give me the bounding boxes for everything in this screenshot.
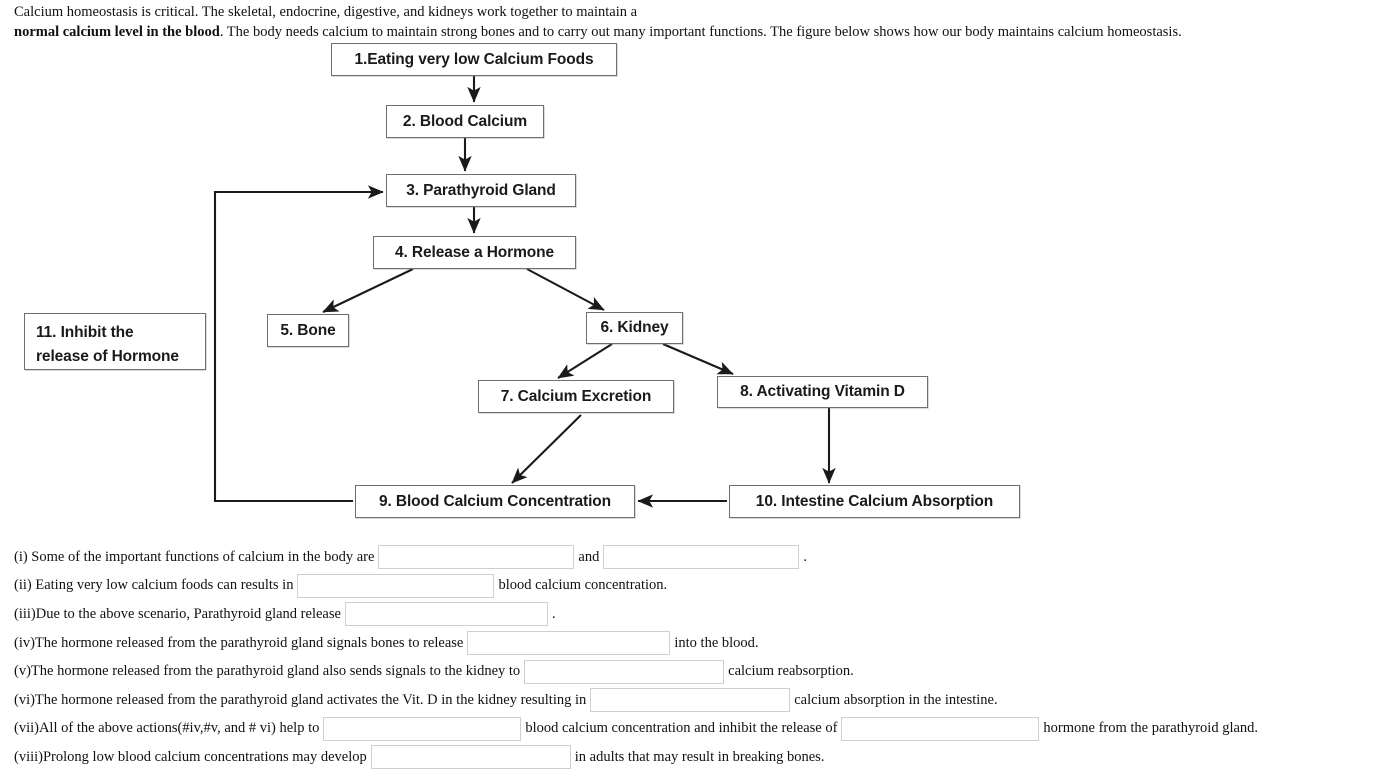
question-vii-text-2: blood calcium concentration and inhibit … — [525, 720, 838, 737]
answer-input-i-1[interactable] — [378, 545, 575, 570]
answer-input-iii-1[interactable] — [344, 602, 548, 627]
question-vii-text-4: hormone from the parathyroid gland. — [1043, 720, 1259, 737]
question-row-iii: (iii)Due to the above scenario, Parathyr… — [14, 600, 1395, 629]
edge-7-to-9 — [511, 414, 582, 484]
intro-line-2: normal calcium level in the blood. The b… — [14, 22, 1384, 42]
question-v-text-2: calcium reabsorption. — [728, 663, 854, 680]
question-iii-text-0: (iii)Due to the above scenario, Parathyr… — [14, 605, 341, 622]
question-row-vii: (vii)All of the above actions(#iv,#v, an… — [14, 715, 1395, 744]
answer-input-iv-1[interactable] — [467, 631, 671, 656]
flow-node-8-activating-vitamin-d: 8. Activating Vitamin D — [717, 376, 928, 408]
question-vi-text-2: calcium absorption in the intestine. — [794, 691, 998, 708]
answer-input-v-1[interactable] — [524, 659, 725, 684]
question-i-text-0: (i) Some of the important functions of c… — [14, 548, 375, 565]
question-row-iv: (iv)The hormone released from the parath… — [14, 629, 1395, 658]
answer-input-viii-1[interactable] — [370, 745, 571, 770]
question-ii-text-0: (ii) Eating very low calcium foods can r… — [14, 577, 294, 594]
calcium-homeostasis-flowchart: 1.Eating very low Calcium Foods 2. Blood… — [0, 40, 1395, 530]
flow-node-1-eating-low-calcium-foods: 1.Eating very low Calcium Foods — [331, 43, 617, 76]
flow-node-6-kidney: 6. Kidney — [586, 312, 683, 344]
question-row-i: (i) Some of the important functions of c… — [14, 543, 1395, 572]
flow-node-11-line-2: release of Hormone — [36, 348, 179, 365]
edge-6-to-7 — [557, 343, 613, 379]
answer-input-ii-1[interactable] — [297, 573, 495, 598]
question-row-vi: (vi)The hormone released from the parath… — [14, 686, 1395, 715]
question-viii-text-0: (viii)Prolong low blood calcium concentr… — [14, 748, 367, 765]
flowchart-connectors — [213, 76, 836, 508]
question-row-v: (v)The hormone released from the parathy… — [14, 657, 1395, 686]
answer-input-vii-2[interactable] — [841, 716, 1040, 741]
answer-input-vi-1[interactable] — [590, 688, 791, 713]
flow-node-10-intestine-calcium-absorption: 10. Intestine Calcium Absorption — [729, 485, 1020, 518]
question-i-text-4: . — [803, 548, 807, 565]
question-v-text-0: (v)The hormone released from the parathy… — [14, 663, 521, 680]
flow-node-4-release-a-hormone: 4. Release a Hormone — [373, 236, 576, 269]
flow-node-3-parathyroid-gland: 3. Parathyroid Gland — [386, 174, 576, 207]
flow-node-11-inhibit-release-of-hormone: 11. Inhibit the release of Hormone — [24, 313, 206, 370]
answer-input-i-2[interactable] — [603, 545, 800, 570]
question-row-ii: (ii) Eating very low calcium foods can r… — [14, 572, 1395, 601]
flow-node-2-blood-calcium: 2. Blood Calcium — [386, 105, 544, 138]
intro-line-1: Calcium homeostasis is critical. The ske… — [14, 4, 638, 20]
question-i-text-2: and — [578, 548, 600, 565]
question-iv-text-2: into the blood. — [674, 634, 759, 651]
question-viii-text-2: in adults that may result in breaking bo… — [574, 748, 825, 765]
question-ii-text-2: blood calcium concentration. — [498, 577, 668, 594]
flow-node-9-blood-calcium-concentration: 9. Blood Calcium Concentration — [355, 485, 635, 518]
intro-line-2-rest: . The body needs calcium to maintain str… — [219, 24, 1182, 40]
question-iii-text-2: . — [551, 605, 556, 622]
intro-line-2-emphasis: normal calcium level in the blood — [14, 24, 220, 40]
question-vi-text-0: (vi)The hormone released from the parath… — [14, 691, 587, 708]
edge-9-to-3-feedback — [213, 185, 384, 503]
flow-node-7-calcium-excretion: 7. Calcium Excretion — [478, 380, 674, 413]
edge-6-to-8 — [662, 343, 734, 375]
intro-paragraph: Calcium homeostasis is critical. The ske… — [14, 2, 1384, 42]
flow-node-5-bone: 5. Bone — [267, 314, 349, 347]
question-iv-text-0: (iv)The hormone released from the parath… — [14, 634, 464, 651]
question-vii-text-0: (vii)All of the above actions(#iv,#v, an… — [14, 720, 320, 737]
fill-in-the-blank-questions: (i) Some of the important functions of c… — [14, 543, 1395, 772]
edge-4-to-5 — [322, 268, 414, 313]
flow-node-11-line-1: 11. Inhibit the — [36, 324, 134, 341]
edge-4-to-6 — [526, 268, 605, 311]
answer-input-vii-1[interactable] — [323, 716, 522, 741]
question-row-viii: (viii)Prolong low blood calcium concentr… — [14, 743, 1395, 772]
